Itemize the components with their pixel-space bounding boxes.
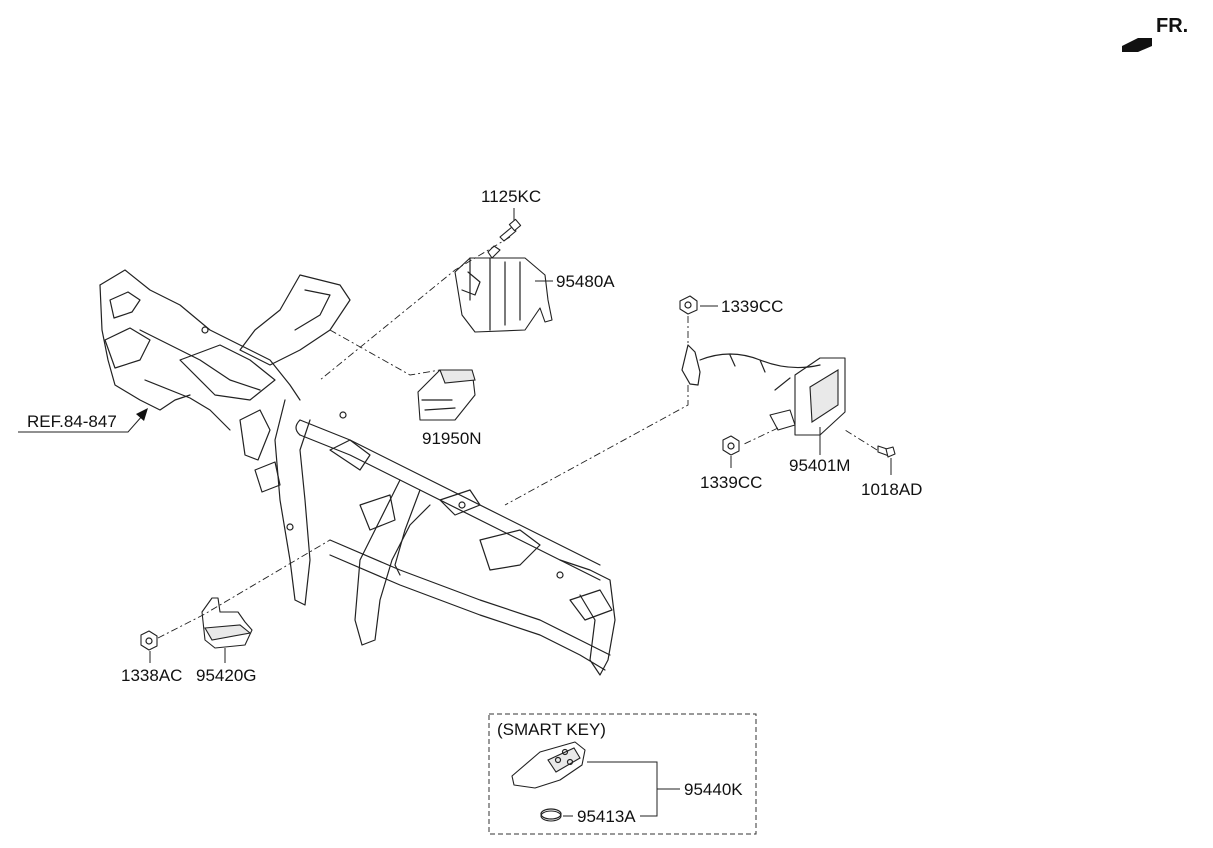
smart-key-group-title: (SMART KEY) xyxy=(497,720,606,739)
front-orientation-indicator: FR. xyxy=(1122,15,1188,52)
callout-1339CC-bottom: 1339CC xyxy=(700,473,762,492)
reference-callout: REF.84-847 xyxy=(18,408,148,433)
callout-95480A: 95480A xyxy=(556,272,615,291)
control-unit-95401M: 95401M xyxy=(681,344,850,475)
callout-95413A: 95413A xyxy=(577,807,636,826)
reference-label: REF.84-847 xyxy=(27,412,117,431)
junction-block-91950N: 91950N xyxy=(417,369,482,448)
callout-1338AC: 1338AC xyxy=(121,666,182,685)
callout-95401M: 95401M xyxy=(789,456,850,475)
callout-95440K: 95440K xyxy=(684,780,743,799)
front-direction-arrow-icon xyxy=(1122,31,1152,52)
screw-1018AD: 1018AD xyxy=(861,445,922,499)
connection-leaders xyxy=(157,236,878,639)
callout-1018AD: 1018AD xyxy=(861,480,922,499)
front-label: FR. xyxy=(1156,15,1188,37)
callout-95420G: 95420G xyxy=(196,666,257,685)
crash-pad-frame xyxy=(99,269,616,676)
nut-1338AC: 1338AC xyxy=(121,630,182,685)
nut-1339CC-top: 1339CC xyxy=(679,295,783,316)
bolt-1125KC: 1125KC xyxy=(481,187,541,242)
nut-1339CC-bottom: 1339CC xyxy=(700,435,762,492)
smart-key-group: (SMART KEY) 95440K 95413A xyxy=(488,713,757,835)
callout-1125KC: 1125KC xyxy=(481,187,541,206)
antenna-95420G: 95420G xyxy=(196,597,257,685)
callout-1339CC-top: 1339CC xyxy=(721,297,783,316)
callout-91950N: 91950N xyxy=(422,429,482,448)
module-95480A: 95480A xyxy=(454,245,615,333)
